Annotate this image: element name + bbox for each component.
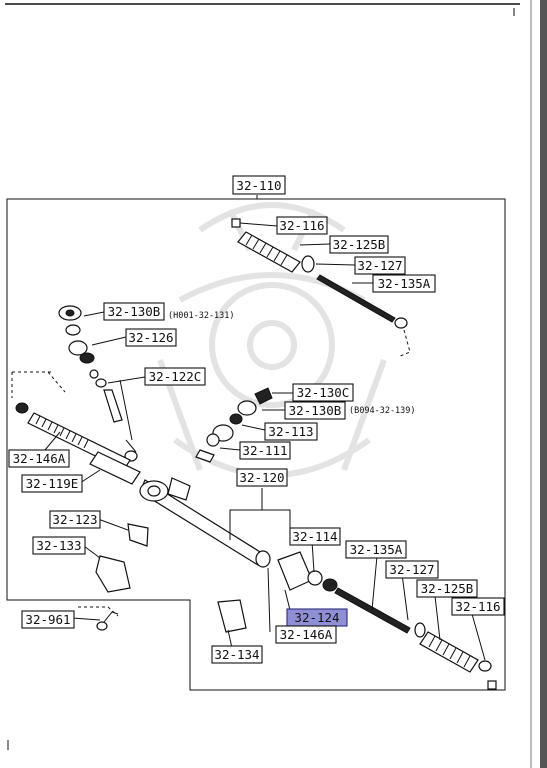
part-label-text: 32-116 (279, 218, 324, 233)
part-label-left-122c[interactable]: 32-122C (144, 367, 206, 386)
part-label-text: 32-125B (421, 581, 474, 596)
part-label-text: 32-120 (239, 470, 284, 485)
part-label-box (125, 328, 177, 347)
part-label-text: 32-122C (149, 369, 202, 384)
part-label-mid-130c[interactable]: 32-130C (292, 383, 354, 402)
part-label-mid-130b[interactable]: 32-130B (284, 401, 346, 420)
part-label-text: 32-130B (108, 304, 161, 319)
part-label-text: 32-114 (292, 529, 337, 544)
part-label-box (236, 468, 288, 487)
part-label-left-133[interactable]: 32-133 (32, 536, 86, 555)
part-label-box (239, 441, 291, 460)
part-label-top-116[interactable]: 32-116 (276, 216, 328, 235)
part-label-bot-135a[interactable]: 32-135A (345, 540, 407, 559)
part-label-text: 32-146A (13, 451, 66, 466)
part-label-box (329, 235, 389, 254)
part-label-text: 32-130C (297, 385, 350, 400)
part-label-text: 32-119E (26, 476, 79, 491)
part-label-bot-125b[interactable]: 32-125B (416, 579, 478, 598)
part-label-left-119e[interactable]: 32-119E (21, 474, 83, 493)
part-label-left-123[interactable]: 32-123 (49, 510, 101, 529)
part-label-text: 32-126 (128, 330, 173, 345)
part-label-box (49, 510, 101, 529)
part-label-box (292, 383, 354, 402)
part-label-box (32, 536, 86, 555)
part-label-text: 32-111 (242, 443, 287, 458)
bottom-tie-rod-group (277, 551, 497, 690)
part-label-bot-127[interactable]: 32-127 (385, 560, 439, 579)
top-boot (237, 231, 301, 273)
part-label-box (144, 367, 206, 386)
part-label-text: 32-113 (268, 424, 313, 439)
part-label-top-135a[interactable]: 32-135A (372, 274, 436, 293)
part-label-text: 32-146A (280, 627, 333, 642)
part-label-box (211, 645, 263, 664)
note-left-130b: (H001-32-131) (168, 311, 235, 321)
part-label-text: 32-124 (294, 610, 339, 625)
part-label-box (345, 540, 407, 559)
part-label-box (416, 579, 478, 598)
part-label-text: 32-123 (52, 512, 97, 527)
part-label-mid-114[interactable]: 32-114 (289, 527, 341, 546)
part-label-text: 32-116 (455, 599, 500, 614)
part-label-text: 32-125B (333, 237, 386, 252)
part-label-mid-113[interactable]: 32-113 (264, 422, 318, 441)
part-label-bot-134[interactable]: 32-134 (211, 645, 263, 664)
part-label-left-146a[interactable]: 32-146A (8, 449, 70, 468)
part-label-mid-120[interactable]: 32-120 (236, 468, 288, 487)
part-label-box (264, 422, 318, 441)
top-tie-rod-group (231, 218, 411, 358)
part-label-box (289, 527, 341, 546)
mount-brackets (78, 523, 247, 633)
part-label-bot-146a[interactable]: 32-146A (275, 625, 337, 644)
part-label-box (451, 597, 505, 616)
rack-left (11, 371, 141, 485)
part-label-text: 32-135A (350, 542, 403, 557)
part-label-bot-961[interactable]: 32-961 (21, 610, 75, 629)
assembly-boundary (6, 195, 506, 691)
part-label-text: 32-110 (236, 178, 281, 193)
part-label-box (275, 625, 337, 644)
part-label-box (372, 274, 436, 293)
part-label-text: 32-961 (25, 612, 70, 627)
part-label-text: 32-133 (36, 538, 81, 553)
part-label-text: 32-134 (214, 647, 259, 662)
right-edge-strip (540, 0, 547, 768)
part-label-top-127[interactable]: 32-127 (354, 256, 406, 275)
leader-lines (44, 222, 486, 661)
part-label-top-125b[interactable]: 32-125B (329, 235, 389, 254)
part-label-text: 32-127 (357, 258, 402, 273)
part-label-text: 32-127 (389, 562, 434, 577)
part-label-box (284, 401, 346, 420)
note-mid-130b: (B094-32-139) (349, 406, 416, 416)
part-label-mid-124[interactable]: 32-124 (286, 608, 348, 627)
part-label-box (8, 449, 70, 468)
part-label-bot-116[interactable]: 32-116 (451, 597, 505, 616)
part-label-box (103, 302, 165, 321)
part-label-text: 32-135A (378, 276, 431, 291)
part-label-box (21, 610, 75, 629)
rack-housing (139, 477, 271, 568)
part-label-assembly[interactable]: 32-110 (232, 175, 286, 195)
part-label-left-126[interactable]: 32-126 (125, 328, 177, 347)
part-label-box (276, 216, 328, 235)
part-label-text: 32-130B (289, 403, 342, 418)
valve-parts (195, 387, 273, 463)
part-label-left-130b[interactable]: 32-130B (103, 302, 165, 321)
part-label-box (232, 175, 286, 195)
part-label-box (21, 474, 83, 493)
part-label-box (354, 256, 406, 275)
part-label-box (385, 560, 439, 579)
part-label-mid-111[interactable]: 32-111 (239, 441, 291, 460)
